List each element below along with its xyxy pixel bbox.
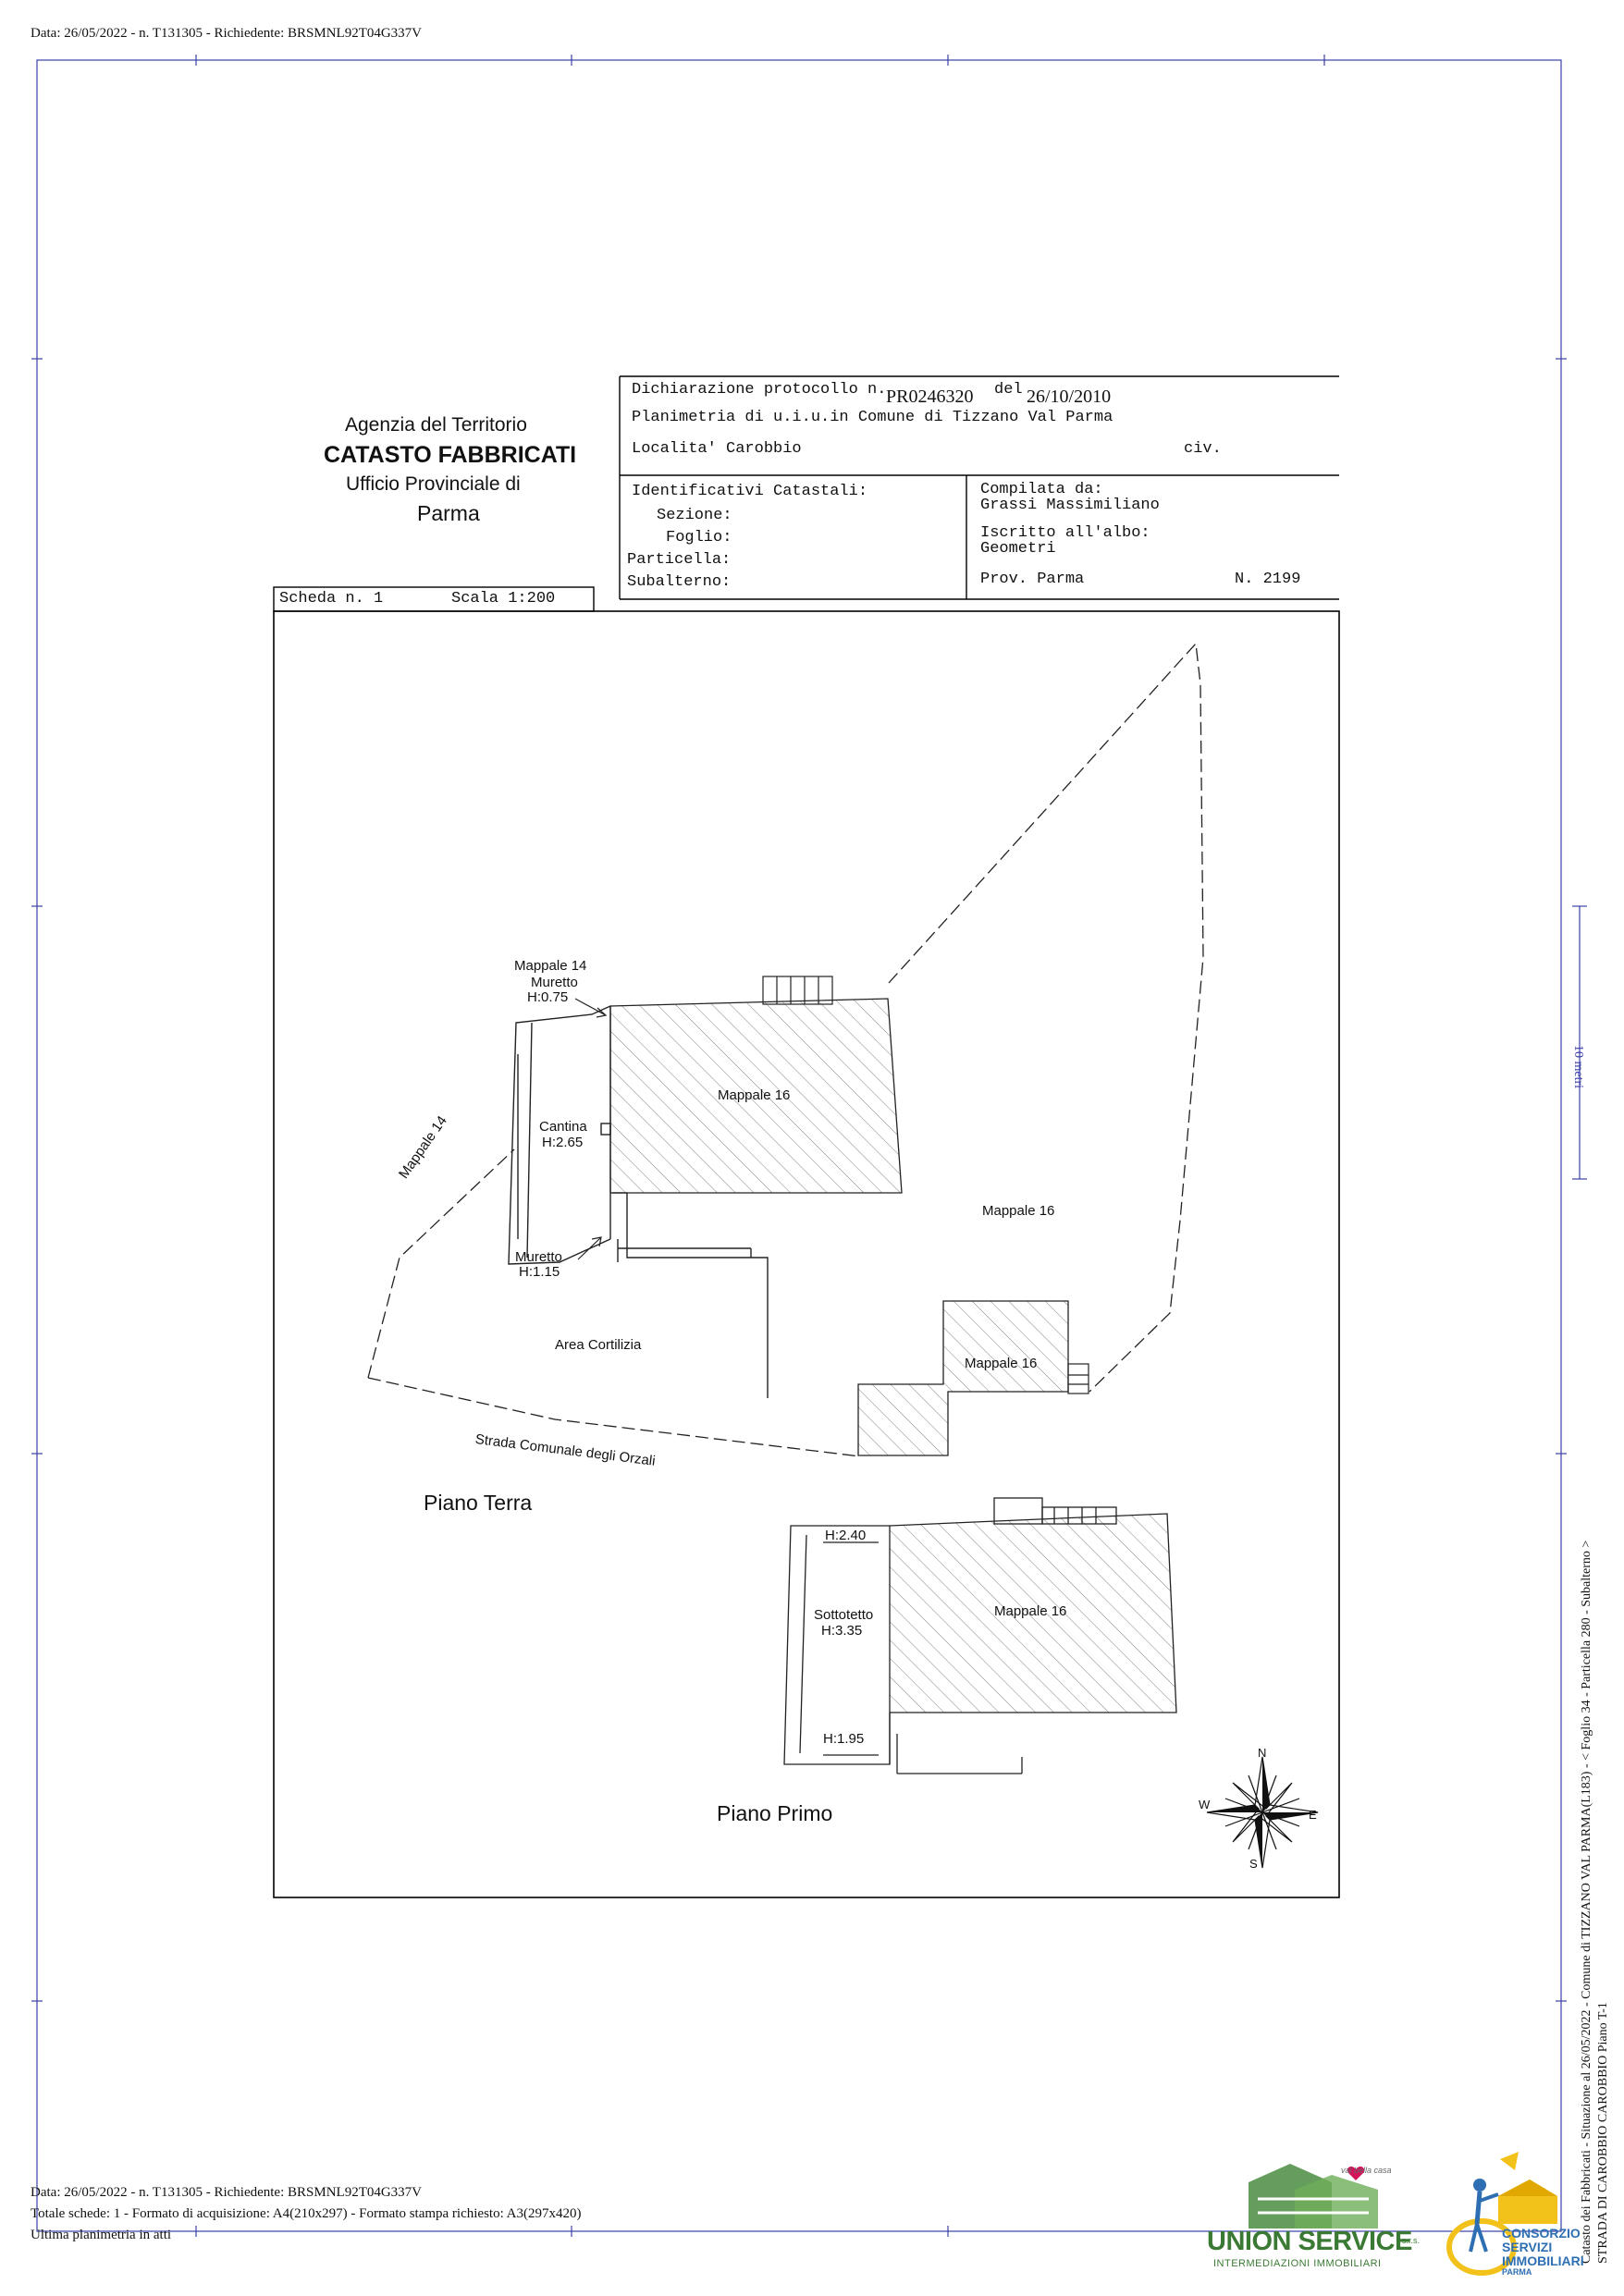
mappale16-a-label: Mappale 16 (718, 1087, 791, 1103)
area-cortilizia-label: Area Cortilizia (555, 1337, 642, 1353)
compass-s: S (1249, 1857, 1258, 1871)
h240-label: H:2.40 (825, 1528, 867, 1543)
union-tagline: val bella casa (1341, 2166, 1392, 2175)
consorzio-text-2: SERVIZI (1502, 2240, 1553, 2254)
sottotetto-height: H:3.35 (821, 1623, 863, 1639)
union-sub-text: INTERMEDIAZIONI IMMOBILIARI (1213, 2258, 1382, 2269)
mappale16-d-label: Mappale 16 (994, 1603, 1067, 1619)
h195-label: H:1.95 (823, 1731, 865, 1747)
sottotetto-label: Sottotetto (814, 1607, 874, 1623)
side-vertical-2: STRADA DI CAROBBIO CAROBBIO Piano T-1 (1596, 2002, 1610, 2264)
ruler-label: 10 metri (1571, 1045, 1585, 1089)
albo-label: Iscritto all'albo: (980, 524, 1150, 542)
compass-rose-icon (1206, 1756, 1319, 1869)
foglio-label: Foglio: (666, 529, 732, 546)
consorzio-logo: CONSORZIO SERVIZI IMMOBILIARI PARMA (1445, 2150, 1584, 2279)
muretto1-height: H:0.75 (527, 989, 569, 1005)
sezione-label: Sezione: (657, 507, 732, 524)
side-vertical-1: Catasto dei Fabbricati - Situazione al 2… (1580, 1540, 1593, 2264)
date-value: 26/10/2010 (1027, 387, 1112, 407)
consorzio-text-3: IMMOBILIARI (1502, 2253, 1584, 2268)
cantina-height: H:2.65 (542, 1135, 584, 1150)
planimetria-line: Planimetria di u.i.u.in Comune di Tizzan… (632, 409, 1113, 426)
footer-line3: Ultima planimetria in atti (31, 2228, 172, 2242)
top-header-line: Data: 26/05/2022 - n. T131305 - Richiede… (31, 26, 423, 41)
compilata-name: Grassi Massimiliano (980, 497, 1160, 514)
n-label: N. 2199 (1235, 571, 1301, 588)
footer-line2: Totale schede: 1 - Formato di acquisizio… (31, 2206, 582, 2221)
compass-n: N (1258, 1746, 1267, 1760)
mappale16-c-label: Mappale 16 (965, 1356, 1038, 1371)
subalterno-label: Subalterno: (627, 573, 732, 591)
compass-e: E (1309, 1808, 1317, 1822)
muretto1-label: Muretto (531, 975, 578, 990)
muretto2-label: Muretto (515, 1249, 562, 1265)
protocol-label: Dichiarazione protocollo n. (632, 381, 887, 399)
agency-line2: CATASTO FABBRICATI (324, 442, 577, 468)
scala-label: Scala 1:200 (451, 590, 556, 608)
union-service-logo: val bella casa UNION SERVICE s.r.s. INTE… (1202, 2162, 1420, 2273)
localita-line: Localita' Carobbio (632, 440, 802, 458)
agency-line3: Ufficio Provinciale di (346, 473, 521, 495)
date-label: del (994, 381, 1023, 399)
muretto2-height: H:1.15 (519, 1264, 560, 1280)
civ-label: civ. (1184, 440, 1222, 458)
union-srl-text: s.r.s. (1402, 2236, 1421, 2245)
protocol-value: PR0246320 (886, 387, 974, 407)
footer-line1: Data: 26/05/2022 - n. T131305 - Richiede… (31, 2185, 423, 2200)
header-table-lines (273, 375, 1339, 612)
piano-terra-label: Piano Terra (424, 1491, 533, 1515)
consorzio-house-icon (1446, 2152, 1557, 2276)
consorzio-text-1: CONSORZIO (1502, 2226, 1581, 2241)
particella-label: Particella: (627, 551, 732, 569)
union-service-text: UNION SERVICE (1207, 2227, 1412, 2256)
piano-primo-label: Piano Primo (717, 1801, 833, 1825)
compilata-label: Compilata da: (980, 481, 1103, 498)
mappale16-b-label: Mappale 16 (982, 1203, 1055, 1219)
floor-plan-drawing (273, 610, 1340, 1898)
prov-label: Prov. Parma (980, 571, 1085, 588)
mappale14-top-label: Mappale 14 (514, 958, 587, 974)
agency-line4: Parma (417, 501, 480, 525)
consorzio-text-4: PARMA (1502, 2267, 1532, 2277)
scheda-label: Scheda n. 1 (279, 590, 384, 608)
albo-value: Geometri (980, 540, 1056, 558)
identificativi-title: Identificativi Catastali: (632, 483, 868, 500)
compass-w: W (1199, 1798, 1211, 1811)
cantina-label: Cantina (539, 1119, 587, 1135)
agency-line1: Agenzia del Territorio (345, 414, 527, 436)
union-house-icon (1249, 2164, 1378, 2228)
